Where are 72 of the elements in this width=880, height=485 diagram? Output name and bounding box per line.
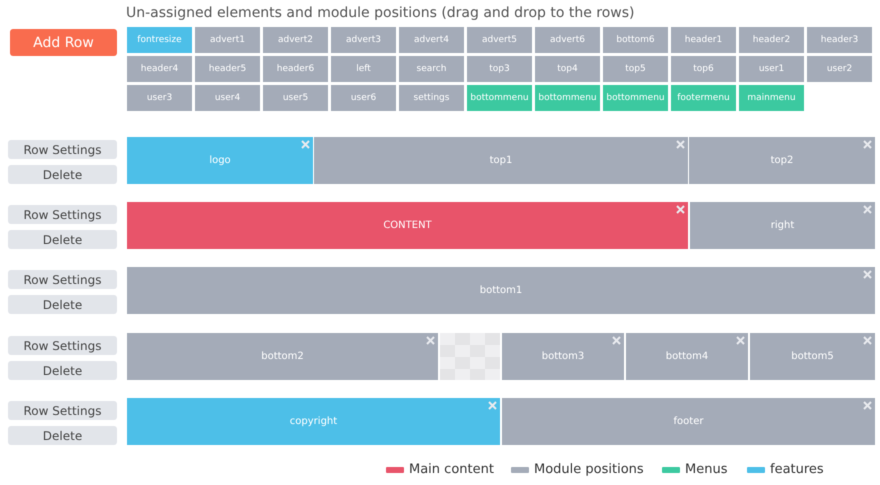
module-tile: top3: [467, 56, 532, 82]
module-tile: advert6: [535, 27, 600, 53]
add-row-button: Add Row: [10, 29, 117, 56]
module-tile: mainmenu: [739, 85, 804, 111]
module-tile: top6: [671, 56, 736, 82]
module-tile: top4: [535, 56, 600, 82]
module-tile: header4: [127, 56, 192, 82]
module-tile: header1: [671, 27, 736, 53]
module-tile: fontresize: [127, 27, 192, 53]
module-tile: header5: [195, 56, 260, 82]
module-label: bottom2: [261, 351, 304, 362]
delete-button: Delete: [8, 361, 117, 380]
module-tile: search: [399, 56, 464, 82]
module-tile: user6: [331, 85, 396, 111]
module-block: [127, 267, 875, 314]
module-label: top2: [770, 155, 794, 166]
legend-label: features: [770, 462, 824, 477]
module-tile: advert4: [399, 27, 464, 53]
module-block: [127, 398, 500, 445]
module-tile: settings: [399, 85, 464, 111]
row-settings-button: Row Settings: [8, 205, 117, 224]
module-block: [690, 202, 875, 249]
module-block: [127, 333, 438, 380]
delete-button: Delete: [8, 230, 117, 249]
module-tile: bottommenu: [467, 85, 532, 111]
module-label: bottom3: [542, 351, 584, 362]
module-tile: advert3: [331, 27, 396, 53]
module-block: [314, 137, 688, 184]
module-tile: top5: [603, 56, 668, 82]
module-block: [127, 137, 313, 184]
module-tile: advert5: [467, 27, 532, 53]
module-tile: bottom6: [603, 27, 668, 53]
module-label: right: [770, 220, 794, 231]
delete-button: Delete: [8, 426, 117, 445]
legend-label: Main content: [409, 462, 494, 477]
module-tile: bottommenu: [603, 85, 668, 111]
module-label: footer: [674, 416, 704, 427]
module-tile: header3: [807, 27, 872, 53]
module-block: [750, 333, 875, 380]
module-block: [626, 333, 748, 380]
module-label: bottom1: [480, 285, 522, 296]
module-tile: advert2: [263, 27, 328, 53]
module-label: CONTENT: [383, 220, 432, 231]
module-block: [689, 137, 875, 184]
module-tile: header6: [263, 56, 328, 82]
module-tile: user5: [263, 85, 328, 111]
module-tile: footermenu: [671, 85, 736, 111]
module-label: top1: [490, 155, 512, 166]
module-label: logo: [209, 155, 231, 166]
row-settings-button: Row Settings: [8, 270, 117, 289]
section-heading: Un-assigned elements and module positions (drag and drop to the rows): [126, 5, 635, 21]
module-block: [502, 333, 624, 380]
module-label: copyright: [290, 416, 338, 427]
delete-button: Delete: [8, 165, 117, 184]
row-settings-button: Row Settings: [8, 336, 117, 355]
module-label: bottom5: [791, 351, 834, 362]
module-block: [127, 202, 688, 249]
module-tile: header2: [739, 27, 804, 53]
legend-label: Menus: [685, 462, 728, 477]
module-tile: user1: [739, 56, 804, 82]
module-tile: advert1: [195, 27, 260, 53]
module-tile: left: [331, 56, 396, 82]
module-tile: user4: [195, 85, 260, 111]
module-tile: bottommenu: [535, 85, 600, 111]
row-settings-button: Row Settings: [8, 140, 117, 159]
row-settings-button: Row Settings: [8, 401, 117, 420]
legend-label: Module positions: [534, 462, 644, 477]
module-label: bottom4: [666, 351, 708, 362]
module-tile: user2: [807, 56, 872, 82]
module-tile: user3: [127, 85, 192, 111]
delete-button: Delete: [8, 295, 117, 314]
module-block: [502, 398, 875, 445]
